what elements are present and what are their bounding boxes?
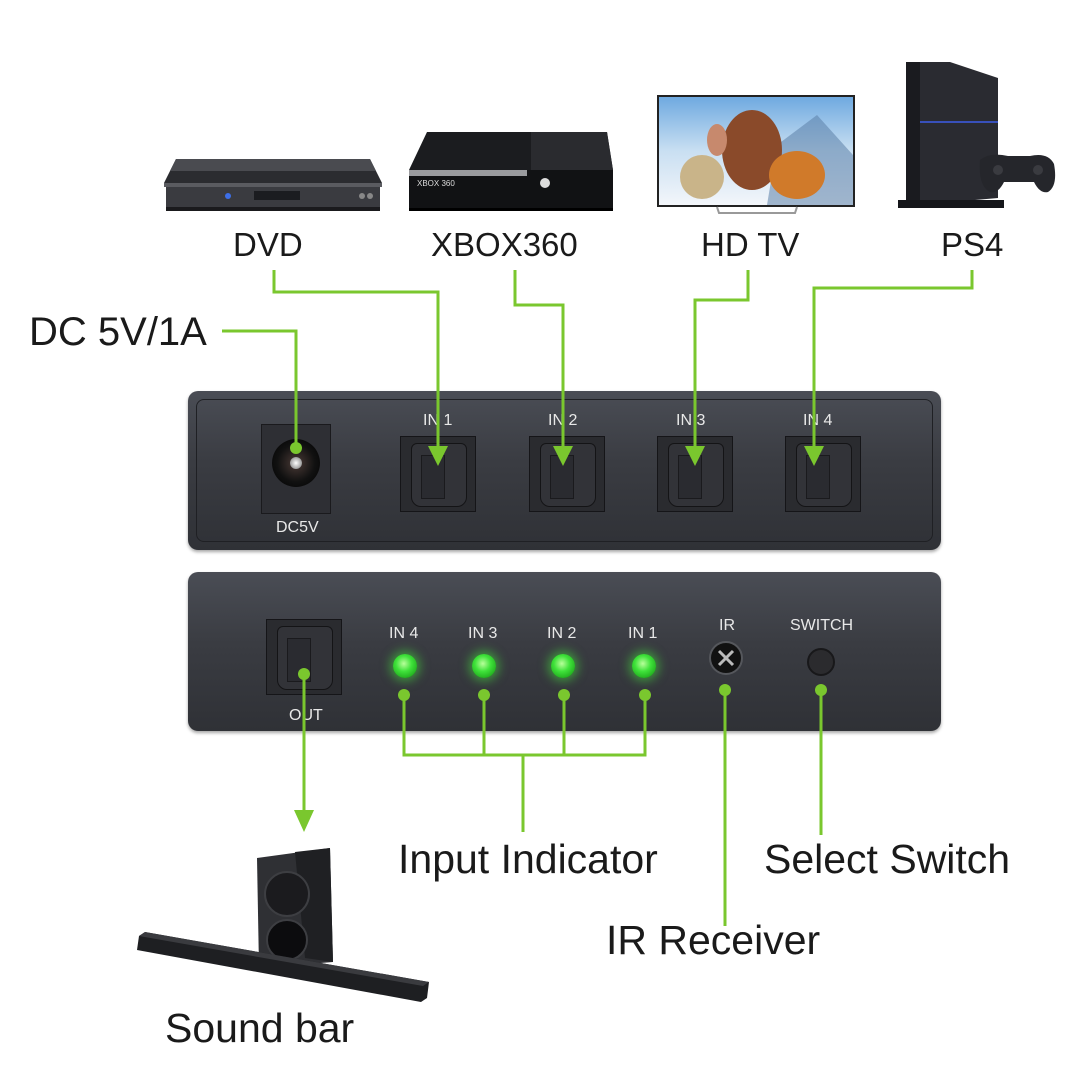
game-console-icon: XBOX 360 [409,132,613,211]
game-console-with-controller-icon [898,62,1056,208]
indicator-label-in1: IN 1 [628,625,658,642]
dvd-player [162,155,384,213]
optical-input-port-3[interactable] [657,436,733,512]
dc-jack-pin [290,457,302,469]
rear-input-label-2: IN 2 [548,412,578,429]
callout-sound-bar: Sound bar [165,1005,355,1051]
optical-input-port-4[interactable] [785,436,861,512]
svg-text:XBOX 360: XBOX 360 [417,179,455,188]
optical-input-port-2[interactable] [529,436,605,512]
rear-input-label-3: IN 3 [676,412,706,429]
dc-jack-label: DC5V [276,519,319,536]
dc-power-jack[interactable] [261,424,331,514]
callout-input-indicator: Input Indicator [398,836,658,882]
indicator-led-in2 [551,654,575,678]
rear-input-label-4: IN 4 [803,412,833,429]
ps4-console [898,60,1058,210]
ir-label: IR [719,617,735,634]
rear-panel-bezel [196,399,933,542]
indicator-led-in1 [632,654,656,678]
optical-input-port-1[interactable] [400,436,476,512]
ir-receiver-icon [709,641,743,675]
television-icon [657,95,855,214]
device-label-hdtv: HD TV [701,226,800,263]
indicator-led-in4 [393,654,417,678]
indicator-label-in3: IN 3 [468,625,498,642]
rear-input-label-1: IN 1 [423,412,453,429]
sound-bar [135,840,435,1020]
device-label-ps4: PS4 [941,226,1004,263]
power-label: DC 5V/1A [29,310,207,354]
xbox360-console: XBOX 360 [407,132,613,212]
dvd-player-icon [164,159,382,211]
callout-ir-receiver: IR Receiver [606,917,821,963]
sound-bar-icon [137,848,429,1002]
callout-select-switch: Select Switch [764,836,1011,882]
select-switch-button[interactable] [807,648,835,676]
switch-label: SWITCH [790,617,854,634]
output-label: OUT [289,707,323,724]
indicator-led-in3 [472,654,496,678]
optical-output-port[interactable] [266,619,342,695]
device-label-xbox360: XBOX360 [431,226,578,263]
indicator-label-in4: IN 4 [389,625,419,642]
device-label-dvd: DVD [233,226,303,263]
indicator-label-in2: IN 2 [547,625,577,642]
arrow-soundbar [294,810,314,832]
hd-tv [657,95,855,217]
